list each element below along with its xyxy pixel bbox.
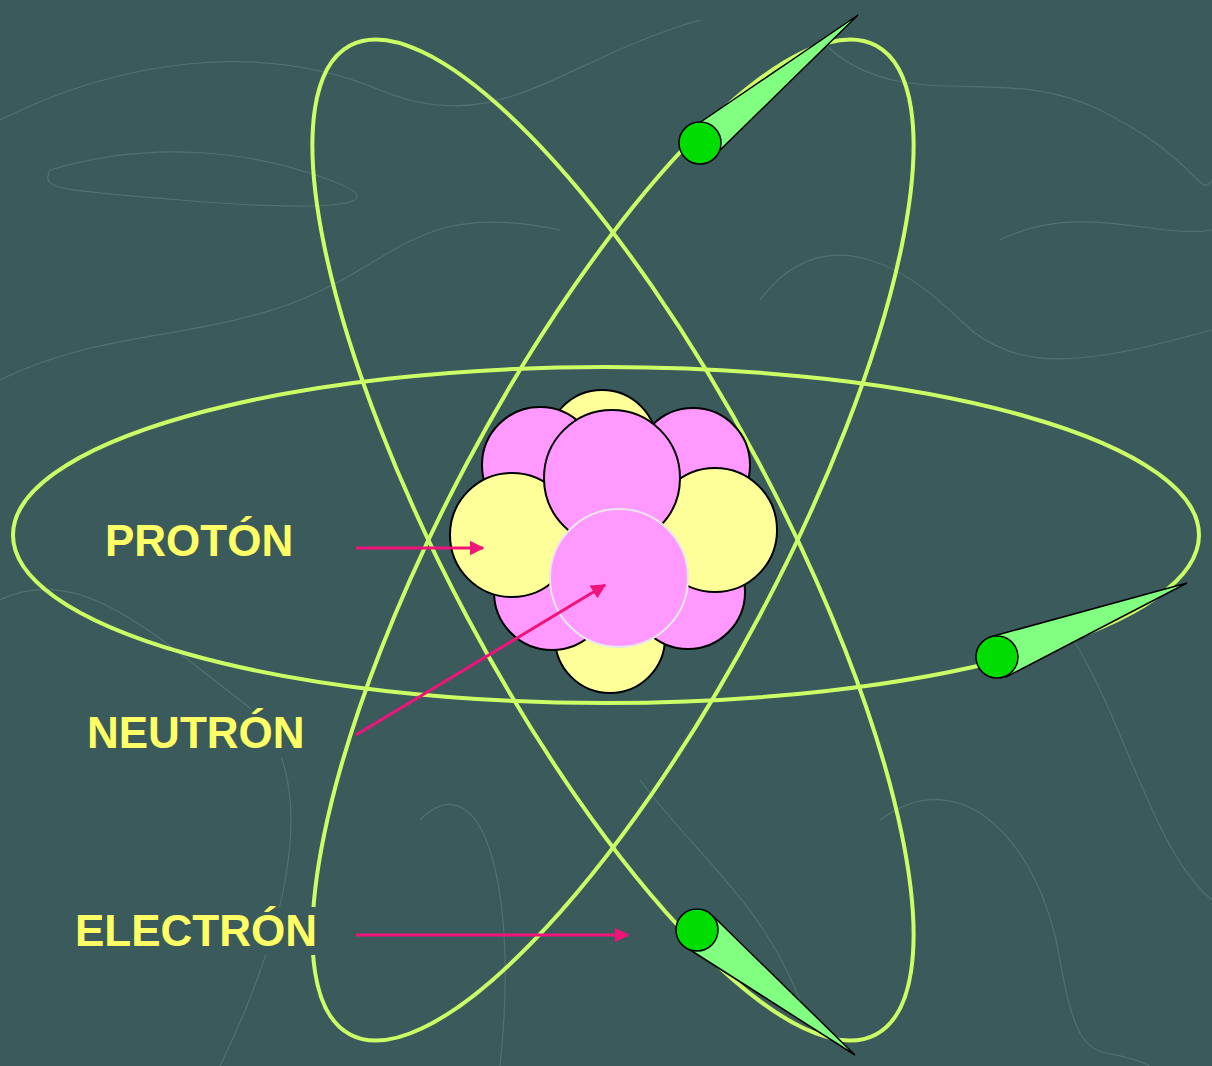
electron-orbits [13,0,1199,1066]
part-label: ELECTRÓN [71,907,321,955]
part-label: NEUTRÓN [83,709,309,757]
leader-arrows [356,548,628,935]
part-label: PROTÓN [101,517,297,565]
background-contours [0,20,1212,1066]
electrons [676,15,1187,1055]
